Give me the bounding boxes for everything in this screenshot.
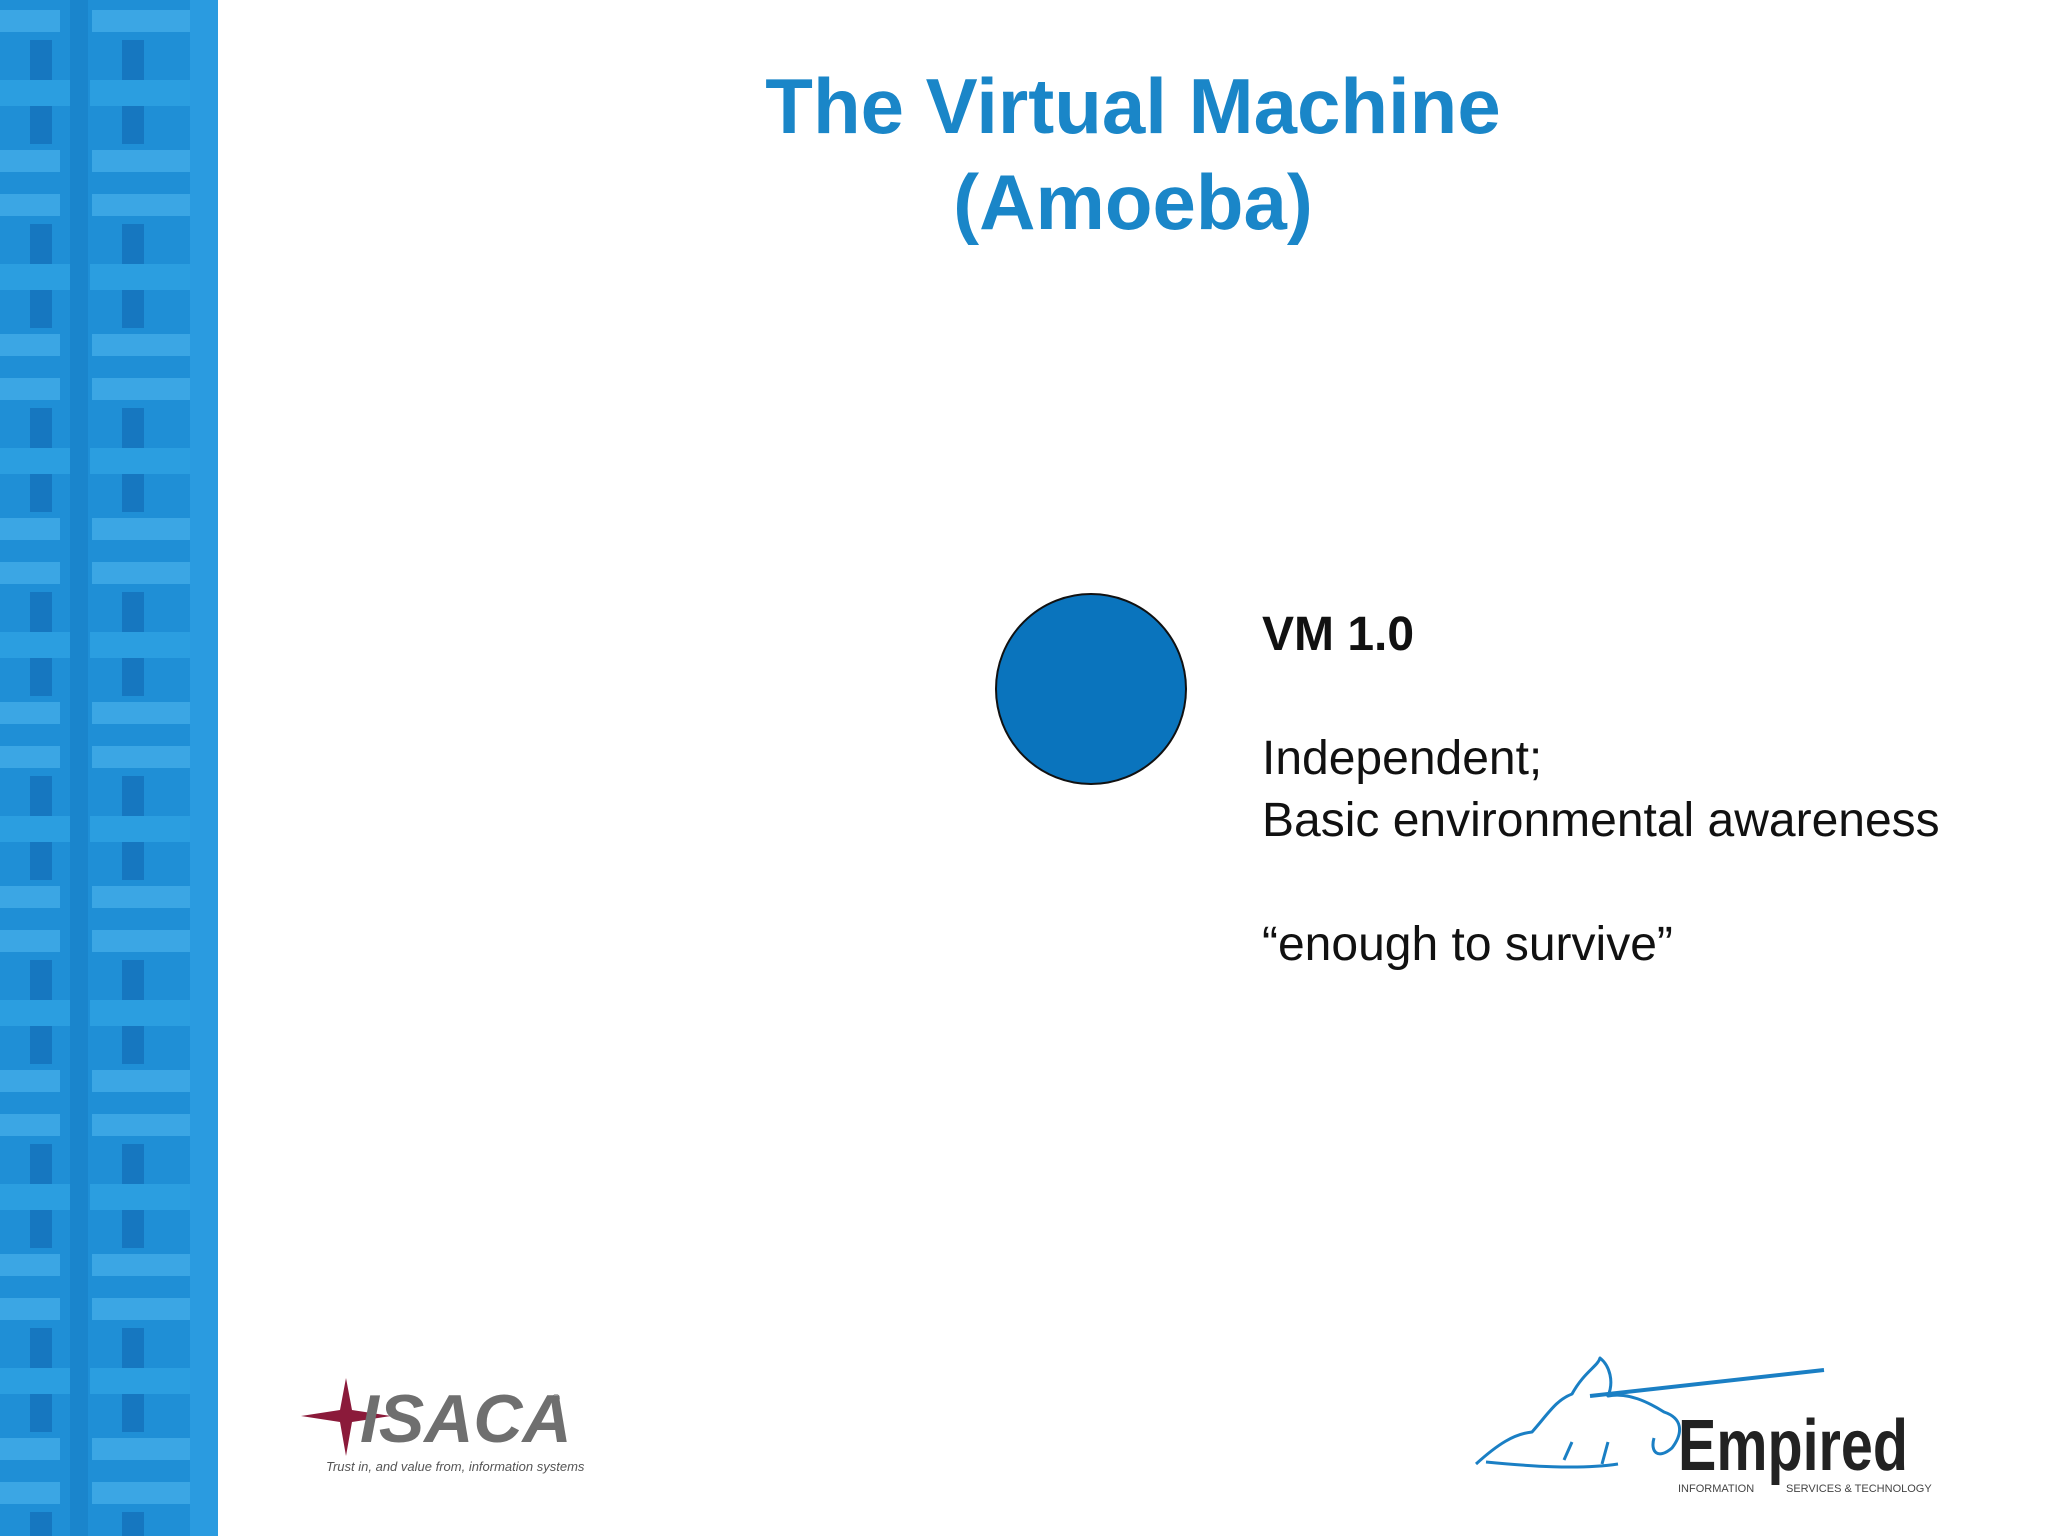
empired-caption-right: SERVICES & TECHNOLOGY — [1786, 1483, 1932, 1495]
isaca-star-icon — [301, 1378, 391, 1456]
vm-heading: VM 1.0 — [1262, 608, 1415, 661]
isaca-tagline: Trust in, and value from, information sy… — [326, 1459, 585, 1474]
isaca-wordmark: ISACA — [360, 1381, 572, 1457]
vm-body-line-2: Basic environmental awareness — [1262, 794, 1940, 847]
vm-description: VM 1.0 Independent; Basic environmental … — [1262, 604, 2022, 976]
side-pattern-band — [0, 0, 218, 1536]
vm-body-line-1: Independent; — [1262, 732, 1543, 785]
empired-caption-left: INFORMATION — [1678, 1483, 1754, 1495]
slide-title-line-2: (Amoeba) — [953, 158, 1313, 246]
knight-icon — [1474, 1356, 1825, 1469]
vm-quote: “enough to survive” — [1262, 918, 1673, 971]
isaca-logo: ISACA ® Trust in, and value from, inform… — [296, 1376, 596, 1476]
slide-title-line-1: The Virtual Machine — [765, 62, 1501, 150]
empired-wordmark: Empired — [1678, 1406, 1908, 1486]
empired-logo: Empired INFORMATION SERVICES & TECHNOLOG… — [1468, 1352, 1968, 1502]
amoeba-circle — [995, 593, 1187, 785]
slide-title: The Virtual Machine (Amoeba) — [218, 58, 2048, 250]
svg-text:®: ® — [552, 1393, 560, 1405]
